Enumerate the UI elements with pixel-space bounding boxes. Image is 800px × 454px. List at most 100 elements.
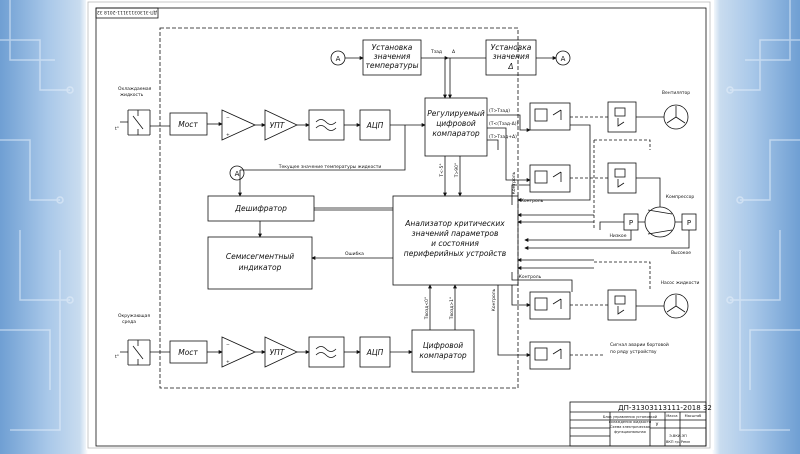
rotated-code-box: [95, 7, 159, 19]
set-temp-line-3: температуры: [365, 61, 418, 70]
op-amp-top-minus: −: [226, 116, 230, 121]
sheet-outer-frame: [87, 1, 711, 449]
compressor-label: Компрессор: [666, 194, 695, 200]
circuit-board-background-left: [0, 0, 74, 431]
circuit-board-background-right: [726, 0, 800, 431]
reg-comp-line-1: Регулируемый: [427, 109, 485, 118]
label-cooled-liquid-1: Охлаждаемая: [118, 86, 152, 92]
op-amp-bottom-minus: −: [226, 343, 230, 348]
label-t-bottom: t°: [115, 354, 119, 360]
signal-tamb-low: Tвозд<0°: [424, 297, 430, 321]
op-amp-top-plus: +: [226, 132, 230, 138]
bridge-label-top: Мост: [178, 120, 198, 129]
indicator-line-2: индикатор: [239, 263, 282, 272]
signal-current-temp: Текущее значение температуры жидкости: [278, 164, 382, 170]
dc-amp-label-top: УПТ: [270, 121, 286, 130]
decoder-block: [207, 195, 315, 222]
label-ambient-2: среда: [122, 320, 136, 325]
relay-alarm: [529, 341, 571, 370]
signal-delta: Δ: [452, 49, 456, 55]
sheet-inner-frame: [95, 7, 707, 447]
control-label-1: Контроль: [511, 171, 517, 194]
label-t-top: t°: [115, 126, 119, 132]
sensor-cooled-liquid: [120, 109, 170, 136]
title-sheet-1: Э-ВКИ-ЭП: [669, 434, 687, 438]
control-label-2: Контроль: [521, 198, 544, 204]
regulated-comparator-block: [424, 97, 488, 157]
set-delta-line-3: Δ: [507, 62, 513, 71]
rotated-doc-code: ДП-31303113111-2018 32: [97, 9, 157, 15]
pump-label: Насос жидкости: [661, 280, 700, 286]
set-temperature-block: [362, 39, 422, 76]
p-high-label: P: [687, 219, 691, 227]
title-block-code: ДП-31303113111-2018 32: [618, 404, 712, 412]
filter-block-bottom: [308, 336, 345, 368]
dig-comp-line-1: Цифровой: [423, 341, 463, 350]
op-amp-bottom-plus: +: [226, 359, 230, 365]
set-temp-line-1: Установка: [372, 43, 413, 52]
dc-amp-label-bottom: УПТ: [270, 348, 286, 357]
ammeter-label-3: A: [235, 170, 240, 178]
signal-t-low: T<-5°: [439, 163, 445, 177]
adc-label-bottom: АЦП: [366, 348, 384, 357]
title-desc-3: Схема электрическая: [610, 425, 650, 429]
set-temp-line-2: значения: [374, 52, 411, 61]
sensor-ambient: [120, 339, 170, 366]
alarm-line-1: Сигнал аварии бортовой: [610, 341, 669, 348]
set-delta-line-1: Установка: [491, 43, 532, 52]
analyzer-line-2: значений параметров: [412, 229, 499, 238]
p-low-label: P: [629, 219, 633, 227]
op-amp-bottom: [221, 336, 256, 368]
digital-comparator-block: [411, 329, 475, 373]
signal-error: Ошибка: [345, 251, 364, 257]
bridge-label-bottom: Мост: [178, 348, 198, 357]
dig-comp-line-2: компаратор: [419, 351, 467, 360]
low-pressure-label: Низкое: [610, 233, 627, 239]
set-delta-line-2: значения: [493, 52, 530, 61]
title-desc-1: Блок управления установкой: [603, 415, 657, 419]
title-sheet-2: ВКП гр. Ремл: [666, 440, 690, 444]
ammeter-top-right: [555, 50, 571, 66]
alarm-line-2: по ряду устройству: [610, 348, 657, 355]
control-label-4: Контроль: [491, 288, 497, 311]
dc-amp-top: [264, 109, 298, 141]
fan-label: Вентилятор: [662, 90, 690, 96]
functional-schematic: ДП-31303113111-2018 32 Охлаждаемая жидко…: [87, 1, 712, 449]
dc-amp-bottom: [264, 336, 298, 368]
analyzer-line-4: периферийных устройств: [404, 249, 506, 258]
contactor-compressor: [607, 162, 637, 194]
drawing-sheet: ДП-31303113111-2018 32 Охлаждаемая жидко…: [86, 0, 714, 450]
high-pressure-label: Высокое: [671, 250, 691, 256]
title-desc-4: функциональная: [614, 430, 646, 434]
label-ambient-1: Окружающая: [118, 313, 150, 319]
title-col-mass: Масса: [666, 414, 677, 418]
signal-gt-1: (T>Tзад): [489, 108, 510, 114]
reg-comp-line-2: цифровой: [436, 119, 476, 128]
relay-compressor: [529, 164, 571, 193]
signal-t-set: Tзад: [430, 49, 442, 55]
signal-lt-2: (T<(Tзад-Δ)): [489, 121, 518, 127]
adc-label-top: АЦП: [366, 121, 384, 130]
signal-tamb-high: Tвозд>1°: [449, 297, 455, 321]
signal-gt-3: (T>Tзад+Δ): [489, 134, 517, 140]
relay-pump: [529, 291, 571, 320]
title-desc-2: охлаждения жидкости: [609, 420, 651, 424]
op-amp-top: [221, 109, 256, 141]
ammeter-label-2: A: [561, 55, 566, 63]
contactor-fan: [607, 101, 637, 133]
set-delta-block: [485, 39, 537, 76]
title-letter: У: [656, 422, 659, 428]
ammeter-decoder: [229, 165, 245, 181]
compressor-motor: [644, 206, 676, 238]
control-label-3: Контроль: [519, 274, 542, 280]
filter-block-top: [308, 109, 345, 141]
signal-t-high: T>90°: [454, 163, 460, 179]
relay-fan: [529, 102, 571, 131]
indicator-line-1: Семисегментный: [226, 252, 294, 261]
title-block: [569, 401, 707, 447]
contactor-pump: [607, 289, 637, 321]
analyzer-line-3: и состояния: [431, 239, 479, 248]
title-col-scale: Масштаб: [685, 414, 702, 418]
decoder-label: Дешифратор: [234, 204, 287, 213]
label-cooled-liquid-2: жидкость: [120, 93, 144, 98]
